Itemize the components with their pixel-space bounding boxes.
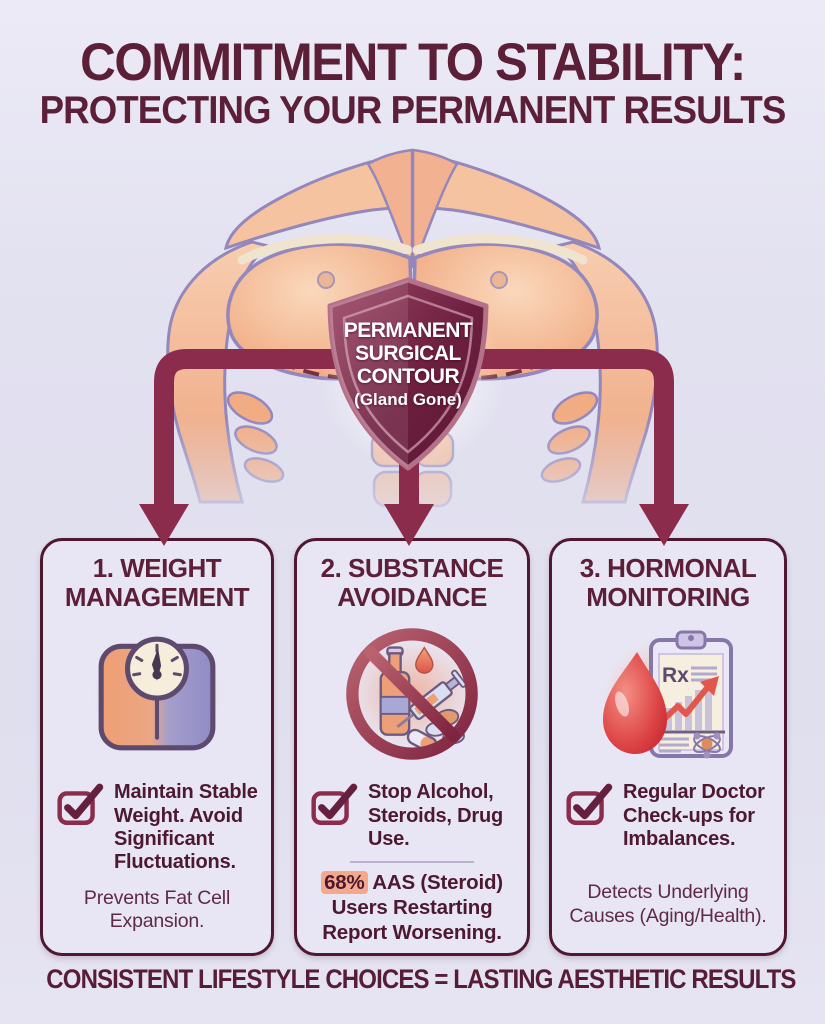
title-line-1: COMMITMENT TO STABILITY: — [80, 33, 746, 92]
card-substance-avoidance: 2. SUBSTANCE AVOIDANCE — [294, 538, 530, 956]
no-substances-icon — [346, 628, 478, 760]
card2-check-text: Stop Alcohol, Steroids, Drug Use. — [368, 781, 503, 850]
checkbox-checked-icon — [566, 783, 613, 826]
card2-header-line1: 2. SUBSTANCE — [320, 553, 504, 583]
shield-line-3: CONTOUR — [356, 365, 460, 389]
card1-header-line2: MANAGEMENT — [64, 581, 250, 612]
card-hormonal-monitoring: 3. HORMONAL MONITORING Rx — [549, 538, 787, 956]
shield-label: PERMANENT SURGICAL CONTOUR (Gland Gone) — [321, 274, 495, 410]
card2-header: 2. SUBSTANCE AVOIDANCE — [297, 554, 527, 611]
shield-line-2: SURGICAL — [355, 342, 461, 366]
card2-stat: 68% AAS (Steroid) Users Restarting Repor… — [297, 871, 527, 945]
card3-check-text: Regular Doctor Check-ups for Imbalances. — [623, 781, 765, 850]
card1-note: Prevents Fat Cell Expansion. — [83, 886, 231, 933]
card2-check-item: Stop Alcohol, Steroids, Drug Use. — [297, 777, 527, 851]
card3-header: 3. HORMONAL MONITORING — [552, 554, 784, 611]
card3-check-item: Regular Doctor Check-ups for Imbalances. — [552, 777, 784, 851]
stat-highlight: 68% — [321, 871, 368, 895]
card2-divider — [349, 861, 475, 864]
card2-header-line2: AVOIDANCE — [337, 581, 487, 612]
card3-header-line1: 3. HORMONAL — [579, 553, 757, 583]
checkbox-checked-icon — [311, 783, 358, 826]
footer-text: CONSISTENT LIFESTYLE CHOICES = LASTING A… — [46, 964, 796, 994]
footer-banner: CONSISTENT LIFESTYLE CHOICES = LASTING A… — [0, 964, 825, 995]
shield-subline: (Gland Gone) — [354, 390, 462, 410]
card1-check-text: Maintain Stable Weight. Avoid Significan… — [114, 781, 258, 874]
card-weight-management: 1. WEIGHT MANAGEMENT — [40, 538, 274, 956]
title-line-2: PROTECTING YOUR PERMANENT RESULTS — [39, 89, 787, 133]
checkbox-checked-icon — [57, 783, 104, 826]
page-title: COMMITMENT TO STABILITY: PROTECTING YOUR… — [0, 33, 825, 133]
card1-header-line1: 1. WEIGHT — [92, 553, 222, 583]
weight-scale-icon — [98, 636, 216, 751]
card3-header-line2: MONITORING — [586, 581, 750, 612]
permanent-contour-shield: PERMANENT SURGICAL CONTOUR (Gland Gone) — [321, 274, 495, 474]
stat-text: AAS (Steroid) Users Restarting Report Wo… — [322, 871, 503, 944]
rx-label: Rx — [662, 664, 689, 687]
card1-header: 1. WEIGHT MANAGEMENT — [43, 554, 271, 611]
card1-check-item: Maintain Stable Weight. Avoid Significan… — [43, 777, 271, 875]
shield-line-1: PERMANENT — [343, 319, 473, 342]
card3-note: Detects Underlying Causes (Aging/Health)… — [569, 881, 767, 927]
blood-monitoring-icon: Rx — [603, 630, 733, 759]
